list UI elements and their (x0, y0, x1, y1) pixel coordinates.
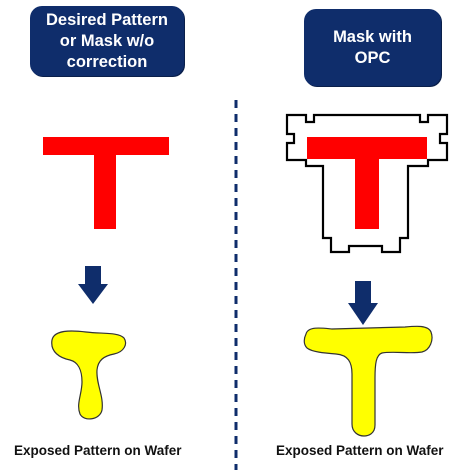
exposed-pattern-uncorrected (51, 330, 127, 420)
arrow-down-icon (348, 281, 378, 325)
arrow-down-icon (78, 266, 108, 304)
caption-exposed-corrected: Exposed Pattern on Wafer (276, 443, 444, 458)
desired-t-pattern (43, 137, 169, 229)
exposed-pattern-corrected (303, 325, 433, 437)
title-box-mask-with-opc: Mask with OPC (304, 9, 441, 86)
title-line: correction (66, 52, 148, 71)
title-line: OPC (354, 48, 391, 67)
title-line: Mask with (333, 27, 412, 46)
title-line: or Mask w/o (59, 31, 155, 50)
opc-t-pattern (307, 137, 427, 229)
title-box-desired-pattern: Desired Pattern or Mask w/o correction (30, 6, 184, 76)
caption-exposed-uncorrected: Exposed Pattern on Wafer (14, 443, 182, 458)
title-line: Desired Pattern (46, 10, 168, 29)
